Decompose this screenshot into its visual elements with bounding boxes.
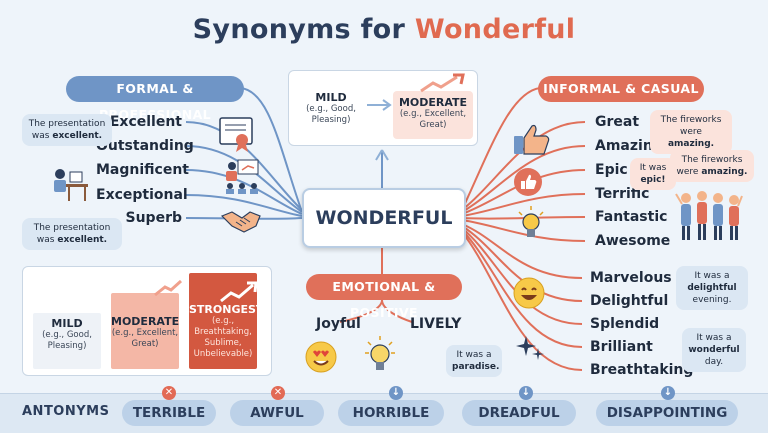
formal-word-excellent: Excellent [109,114,182,130]
intensity-moderate-label: MODERATE [111,315,180,328]
emotional-word-joyful: Joyful [316,316,361,332]
informal-example-2: It was epic! [630,158,676,190]
antonym-disappointing: DISAPPOINTING [596,400,738,426]
intensity-mild-label: MILD [51,317,83,330]
intensity-strongest-label: STRONGEST [189,303,264,316]
right-example-1-text: It was a [694,271,730,281]
formal-example-top-text: The presentation was [28,119,106,141]
antonyms-label: ANTONYMS [22,404,110,419]
emotional-word-lively: LIVELY [410,316,462,332]
title-highlight: Wonderful [414,14,576,45]
moderate-arrow-icon [154,279,183,297]
office-worker-icon [54,169,88,201]
intensity-strongest-examples: (e.g., Breathtaking, Sublime, Unbelievab… [193,316,253,359]
word-marvelous: Marvelous [590,270,672,286]
emotional-example-text: It was a [456,350,492,360]
emotional-example: It was a paradise. [446,345,502,377]
right-example-2-tail: day. [704,357,724,367]
scale-moderate-label: MODERATE [398,96,468,109]
informal-word-epic: Epic [595,162,628,178]
informal-word-great: Great [595,114,640,130]
formal-example-top-bold: excellent. [52,131,103,141]
group-celebrating-icon [675,191,743,240]
formal-example-top: The presentation was excellent. [22,114,112,146]
glowing-lightbulb-icon [365,336,395,370]
informal-example-2-bold: epic! [640,175,666,185]
arrow-right-icon [367,99,392,111]
intensity-bar-moderate: MODERATE (e.g., Excellent, Great) [111,293,179,369]
formal-word-outstanding: Outstanding [96,138,194,154]
emotional-heading: EMOTIONAL & POSITIVE [306,274,462,320]
scale-mild: MILD (e.g., Good, Pleasing) [299,91,363,126]
informal-example-2-text: It was [639,163,667,173]
like-badge-icon [514,168,542,196]
scale-moderate: MODERATE (e.g., Excellent, Great) [393,91,473,139]
page-title: Synonyms for Wonderful [0,14,768,45]
formal-word-superb: Superb [125,210,183,226]
title-prefix: Synonyms for [192,14,406,45]
rising-arrow-icon [220,281,258,303]
x-circle-icon: ✕ [271,386,285,400]
handshake-icon [220,211,261,233]
antonym-dreadful: DREADFUL [462,400,576,426]
intensity-scale-box: MILD (e.g., Good, Pleasing) MODERATE (e.… [288,70,478,146]
word-breathtaking: Breathtaking [590,362,694,378]
intensity-bar-strongest: STRONGEST (e.g., Breathtaking, Sublime, … [189,273,264,369]
down-arrow-icon: ↓ [389,386,403,400]
antonym-awful: AWFUL [230,400,324,426]
certificate-icon [219,117,253,152]
informal-example-1-bold: amazing. [667,139,715,149]
formal-example-bottom-text: The presentation was [33,223,111,245]
formal-word-exceptional: Exceptional [96,187,188,203]
grinning-emoji-icon [513,277,545,309]
right-example-2-bold: wonderful [688,345,740,355]
intensity-mild-examples: (e.g., Good, Pleasing) [42,330,92,351]
lightbulb-icon [518,206,544,237]
down-arrow-icon: ↓ [661,386,675,400]
presentation-icon [226,159,259,194]
intensity-chart: MILD (e.g., Good, Pleasing) MODERATE (e.… [22,266,272,376]
sparkles-icon [516,336,544,360]
thumbs-up-icon [514,124,550,155]
formal-example-bottom: The presentation was excellent. [22,218,122,250]
informal-example-1-text: The fireworks were [660,115,722,137]
antonym-terrible: TERRIBLE [122,400,216,426]
informal-word-awesome: Awesome [595,233,671,249]
informal-example-3: The fireworks were amazing. [670,150,754,182]
informal-heading: INFORMAL & CASUAL [538,76,704,102]
right-example-2: It was a wonderful day. [682,328,746,372]
right-example-1-bold: delightful [687,283,737,293]
scale-moderate-examples: (e.g., Excellent, Great) [399,109,467,130]
informal-word-fantastic: Fantastic [595,209,668,225]
informal-word-amazing: Amazing [595,138,663,154]
intensity-moderate-examples: (e.g., Excellent, Great) [111,328,179,349]
informal-word-terrific: Terrific [595,186,650,202]
word-brilliant: Brilliant [590,339,653,355]
informal-example-1: The fireworks were amazing. [650,110,732,154]
antonym-horrible: HORRIBLE [338,400,444,426]
right-example-2-text: It was a [696,333,732,343]
heart-eyes-emoji-icon [305,341,337,373]
intensity-bar-mild: MILD (e.g., Good, Pleasing) [33,313,101,369]
x-circle-icon: ✕ [162,386,176,400]
scale-mild-label: MILD [315,91,347,104]
center-word: WONDERFUL [302,188,466,248]
informal-example-3-text: The fireworks were [676,155,743,177]
formal-word-magnificent: Magnificent [96,162,189,178]
informal-example-3-bold: amazing. [701,167,748,177]
formal-example-bottom-bold: excellent. [57,235,108,245]
scale-mild-examples: (e.g., Good, Pleasing) [306,104,356,125]
formal-heading: FORMAL & PROFESSIONAL [66,76,244,122]
word-delightful: Delightful [590,293,669,309]
trend-arrows-icon [420,73,465,93]
word-splendid: Splendid [590,316,660,332]
down-arrow-icon: ↓ [519,386,533,400]
right-example-1-tail: evening. [692,295,732,305]
emotional-example-bold: paradise. [452,362,500,372]
right-example-1: It was a delightful evening. [676,266,748,310]
